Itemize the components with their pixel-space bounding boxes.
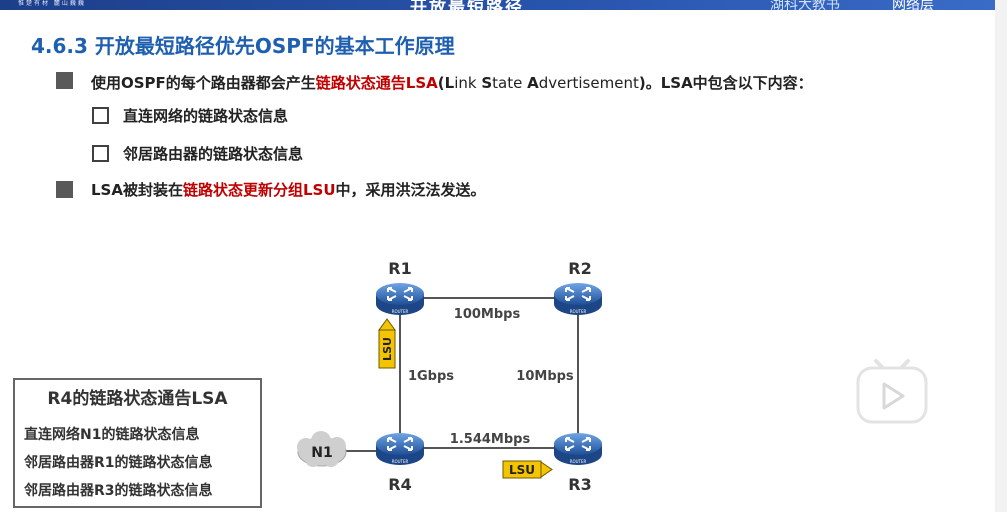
lsa-info-box: R4的链路状态通告LSA 直连网络N1的链路状态信息 邻居路由器R1的链路状态信… <box>13 378 262 508</box>
en-L: L <box>444 74 455 92</box>
brand-watermark: 网络层 <box>892 0 934 10</box>
en-A: A <box>527 74 539 92</box>
bullet-2: LSA被封装在链路状态更新分组LSU中，采用洪泛法发送。 <box>91 179 486 200</box>
sub-item-2: 邻居路由器的链路状态信息 <box>123 145 304 163</box>
top-banner: 惟楚有材 麓山巍巍 开放最短路径 湖科大教书 网络层 <box>0 0 1007 10</box>
bullet-1-pre: 使用OSPF的每个路由器都会产生 <box>91 74 316 92</box>
paren-close: ) <box>638 74 646 92</box>
router-icon-r4: ROUTER <box>375 432 425 466</box>
checkbox-square <box>92 145 109 162</box>
router-label-r3: R3 <box>568 475 591 494</box>
slide-title: 4.6.3 开放最短路径优先OSPF的基本工作原理 <box>31 34 455 58</box>
router-icon-r3: ROUTER <box>553 432 603 466</box>
en-tate: tate <box>492 74 528 92</box>
lsu-arrow-right-icon <box>502 460 553 479</box>
link-label-r2-r3: 10Mbps <box>516 369 574 384</box>
scroll-edge <box>995 0 1007 512</box>
lsu-label-horizontal: LSU <box>509 463 535 477</box>
router-label-r2: R2 <box>568 259 591 278</box>
link-label-r1-r4: 1Gbps <box>408 369 454 384</box>
bullet-2-post: 中，采用洪泛法发送。 <box>335 181 486 199</box>
router-caption: ROUTER <box>392 459 409 464</box>
lsu-arrow-up-icon <box>378 318 396 369</box>
cloud-icon <box>297 431 347 467</box>
play-icon[interactable] <box>854 355 930 425</box>
school-watermark: 湖科大教书 <box>770 0 840 10</box>
network-label-n1: N1 <box>311 445 332 461</box>
en-dvert: dvertisement <box>538 74 639 92</box>
paren-open: ( <box>437 74 445 92</box>
router-caption: ROUTER <box>570 309 587 314</box>
bullet-2-highlight: 链路状态更新分组LSU <box>182 181 336 199</box>
bullet-1-post: 。LSA中包含以下内容： <box>645 74 813 92</box>
bullet-1: 使用OSPF的每个路由器都会产生链路状态通告LSA(Link State Adv… <box>91 72 813 93</box>
bullet-1-highlight: 链路状态通告LSA <box>315 74 438 92</box>
sub-item-1: 直连网络的链路状态信息 <box>123 107 289 125</box>
router-icon-r2: ROUTER <box>553 282 603 316</box>
router-icon-r1: ROUTER <box>375 282 425 316</box>
lsa-item-2: 邻居路由器R1的链路状态信息 <box>24 455 213 471</box>
lsa-item-3: 邻居路由器R3的链路状态信息 <box>24 483 213 499</box>
banner-title: 开放最短路径 <box>410 0 524 10</box>
en-S: S <box>481 74 493 92</box>
link-label-r4-r3: 1.544Mbps <box>450 432 531 447</box>
bullet-square <box>56 72 73 89</box>
bullet-square <box>56 181 73 198</box>
en-ink: ink <box>454 74 482 92</box>
motto-text: 惟楚有材 麓山巍巍 <box>18 0 86 7</box>
lsa-box-heading: R4的链路状态通告LSA <box>47 389 228 409</box>
lsa-item-1: 直连网络N1的链路状态信息 <box>24 427 200 443</box>
router-caption: ROUTER <box>570 459 587 464</box>
router-label-r4: R4 <box>388 475 411 494</box>
checkbox-square <box>92 107 109 124</box>
router-caption: ROUTER <box>392 309 409 314</box>
link-label-r1-r2: 100Mbps <box>454 307 521 322</box>
lsu-label-vertical: LSU <box>381 337 394 361</box>
router-label-r1: R1 <box>388 259 411 278</box>
bullet-2-pre: LSA被封装在 <box>91 181 183 199</box>
